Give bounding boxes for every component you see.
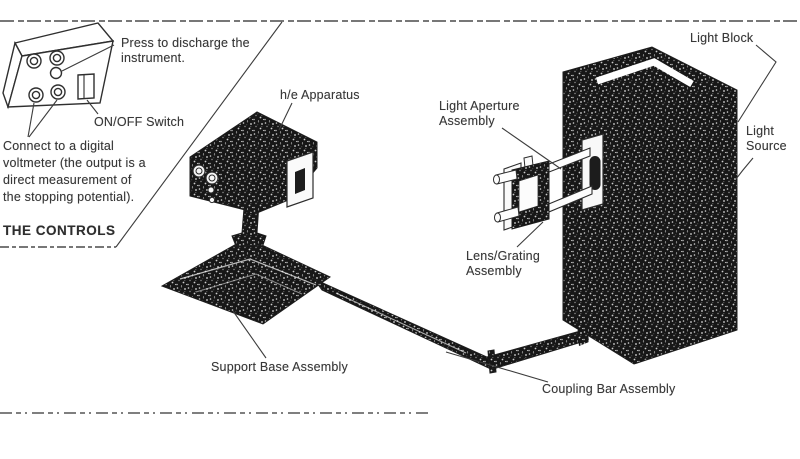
he-connector-small [207, 186, 215, 194]
label-line: Lens/Grating [466, 249, 540, 263]
label-he-apparatus: h/e Apparatus [280, 88, 360, 102]
label-coupling-bar-assembly: Coupling Bar Assembly [542, 382, 676, 396]
he-apparatus-stand [231, 202, 267, 247]
label-light-block: Light Block [690, 31, 754, 45]
output-jack-inner [53, 87, 63, 97]
label-line: instrument. [121, 51, 186, 65]
inset-divider-line [115, 21, 283, 248]
control-box-drawing [2, 22, 115, 110]
light-source-foot [576, 315, 589, 346]
he-connector-small [208, 196, 216, 204]
label-line: Connect to a digital [3, 139, 115, 153]
label-line: Light Aperture [439, 99, 520, 113]
label-lens-grating-assembly: Lens/Grating Assembly [466, 249, 540, 279]
label-line: direct measurement of [3, 173, 132, 187]
he-apparatus-drawing [189, 111, 318, 247]
label-line: voltmeter (the output is a [3, 156, 146, 170]
lens-grating-window [518, 174, 539, 213]
leader-support-base [232, 310, 267, 359]
he-connector-icon [205, 171, 219, 185]
leader-light-block [737, 44, 777, 123]
aperture-bracket-slot [589, 156, 601, 190]
he-connector-inner [195, 167, 203, 175]
label-press-to-discharge: Press to discharge the instrument. [121, 36, 250, 66]
leader-onoff-switch [86, 99, 99, 115]
label-support-base-assembly: Support Base Assembly [211, 360, 348, 374]
label-line: Press to discharge the [121, 36, 250, 50]
label-line: Assembly [466, 264, 522, 278]
light-block-slot [595, 58, 694, 88]
output-jack-inner [31, 90, 41, 100]
lens-grating-drawing [493, 155, 550, 231]
he-apparatus-window-slot [295, 168, 305, 194]
label-light-aperture-assembly: Light Aperture Assembly [439, 99, 520, 129]
leader-coupling-bar [445, 351, 549, 383]
label-voltmeter-note: Connect to a digital voltmeter (the outp… [3, 138, 146, 206]
lens-grating-stub-cap [493, 174, 500, 185]
leader-voltmeter-right [28, 99, 58, 138]
onoff-switch-icon [77, 73, 95, 100]
leader-he-apparatus [278, 102, 293, 131]
leader-light-aperture [501, 127, 562, 170]
label-line: the stopping potential). [3, 190, 135, 204]
label-light-source: Light Source [746, 124, 787, 154]
discharge-button-icon [49, 66, 63, 80]
lens-grating-stub-cap [494, 212, 501, 223]
leader-voltmeter-left [27, 102, 35, 138]
output-jack-inner [52, 53, 62, 63]
support-base-drawing [160, 237, 331, 325]
support-base-plate [160, 237, 331, 325]
coupling-bar-drawing [312, 277, 589, 374]
light-source-drawing [562, 46, 738, 365]
label-line: Assembly [439, 114, 495, 128]
leader-press-to-discharge [61, 44, 115, 72]
light-source-housing [562, 46, 738, 365]
leader-lens-grating [516, 221, 544, 248]
label-line: Source [746, 139, 787, 153]
he-connector-inner [208, 174, 216, 182]
he-connector-icon [192, 164, 206, 178]
leader-light-source [735, 157, 754, 180]
support-base-highlight [195, 273, 303, 295]
label-line: Light [746, 124, 775, 138]
inset-heading-the-controls: THE CONTROLS [3, 223, 116, 238]
coupling-bar-right-segment [486, 329, 589, 370]
support-base-highlight [179, 258, 317, 286]
label-onoff-switch: ON/OFF Switch [94, 115, 185, 129]
light-aperture-drawing [493, 133, 604, 231]
output-jack-inner [29, 56, 39, 66]
coupling-bar-highlight [335, 292, 467, 354]
